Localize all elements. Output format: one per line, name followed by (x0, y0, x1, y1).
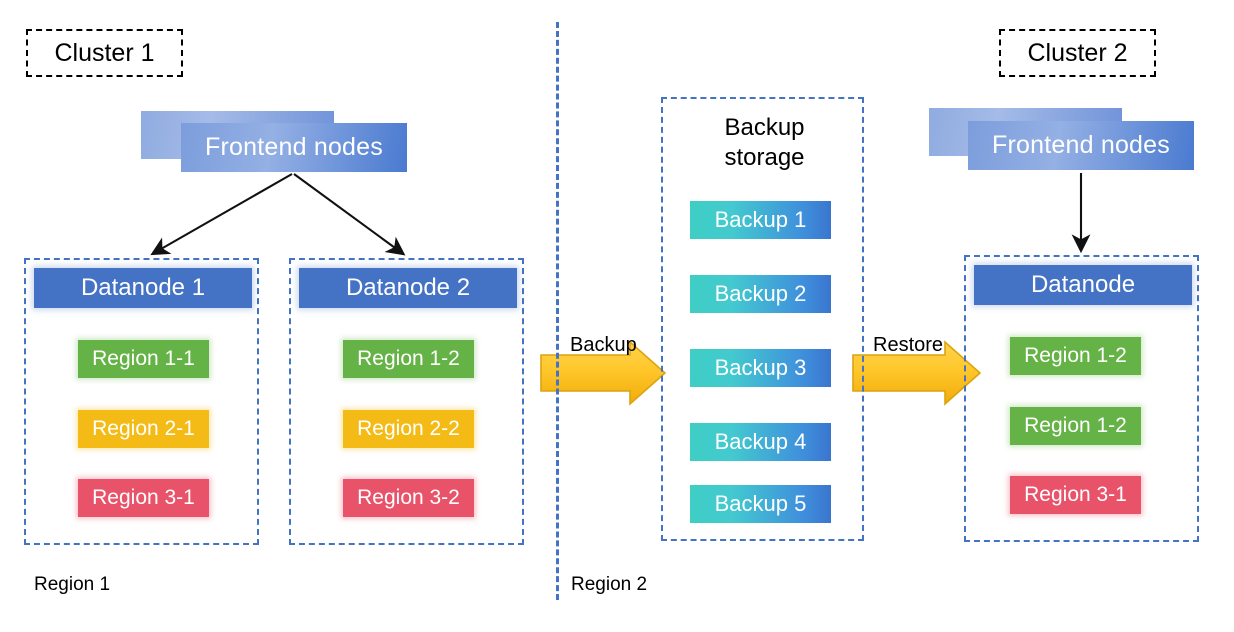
cluster1-datanode-1-region-0[interactable]: Region 1-1 (78, 340, 209, 378)
backup-item-label: Backup 3 (714, 355, 807, 380)
region-2-label: Region 2 (571, 574, 647, 596)
backup-item-3[interactable]: Backup 3 (690, 349, 831, 387)
cluster1-datanode-1-header: Datanode 1 (34, 268, 252, 308)
region-label: Region 2-2 (357, 417, 460, 440)
region-label: Region 1-1 (92, 347, 195, 370)
cluster2-datanode-region-2[interactable]: Region 3-1 (1010, 476, 1141, 514)
cluster1-datanode-2-region-0[interactable]: Region 1-2 (343, 340, 474, 378)
region-label: Region 1-2 (1024, 414, 1127, 437)
cluster2-frontend-node[interactable]: Frontend nodes (968, 121, 1194, 170)
backup-item-5[interactable]: Backup 5 (690, 485, 831, 523)
backup-storage-container[interactable]: Backup storage Backup 1 Backup 2 Backup … (661, 97, 864, 541)
cluster1-frontend-node[interactable]: Frontend nodes (181, 123, 407, 172)
region-label: Region 3-1 (1024, 483, 1127, 506)
cluster1-tag-label: Cluster 1 (54, 38, 155, 67)
cluster1-tag: Cluster 1 (26, 29, 183, 77)
cluster1-datanode-1-region-2[interactable]: Region 3-1 (78, 479, 209, 517)
cluster2-tag-label: Cluster 2 (1027, 38, 1128, 67)
cluster1-datanode-2-region-2[interactable]: Region 3-2 (343, 479, 474, 517)
cluster1-datanode-2-label: Datanode 2 (345, 274, 471, 301)
cluster1-frontend-label: Frontend nodes (205, 133, 383, 161)
cluster2-frontend-label: Frontend nodes (992, 131, 1170, 159)
cluster2-datanode-region-0[interactable]: Region 1-2 (1010, 337, 1141, 375)
region-1-label-text: Region 1 (34, 574, 111, 595)
cluster2-datanode-region-1[interactable]: Region 1-2 (1010, 407, 1141, 445)
arrow-frontend-to-datanode-1 (150, 173, 293, 256)
backup-item-2[interactable]: Backup 2 (690, 275, 831, 313)
backup-arrow-label: Backup (570, 334, 637, 357)
region-label: Region 3-1 (92, 486, 195, 509)
cluster2-tag: Cluster 2 (999, 29, 1156, 77)
restore-arrow-label: Restore (873, 334, 943, 357)
cluster1-datanode-1-label: Datanode 1 (80, 274, 206, 301)
backup-item-1[interactable]: Backup 1 (690, 201, 831, 239)
backup-item-4[interactable]: Backup 4 (690, 423, 831, 461)
restore-arrow-label-text: Restore (873, 334, 944, 356)
arrow-frontend-to-datanode-2 (293, 173, 406, 256)
region-1-label: Region 1 (34, 574, 110, 596)
region-label: Region 1-2 (1024, 344, 1127, 367)
region-divider (556, 22, 559, 600)
backup-item-label: Backup 2 (714, 281, 807, 306)
region-2-label-text: Region 2 (571, 574, 648, 595)
backup-arrow-label-text: Backup (570, 334, 637, 356)
backup-item-label: Backup 5 (714, 491, 807, 516)
backup-item-label: Backup 1 (714, 207, 807, 232)
cluster1-datanode-1-region-1[interactable]: Region 2-1 (78, 410, 209, 448)
cluster1-datanode-2-header: Datanode 2 (299, 268, 517, 308)
backup-item-label: Backup 4 (714, 429, 807, 454)
cluster2-datanode-label: Datanode (1030, 271, 1136, 298)
backup-storage-title-line2: storage (724, 144, 805, 171)
cluster1-datanode-2-region-1[interactable]: Region 2-2 (343, 410, 474, 448)
region-label: Region 2-1 (92, 417, 195, 440)
cluster2-datanode-header: Datanode (974, 265, 1192, 305)
region-label: Region 3-2 (357, 486, 460, 509)
region-label: Region 1-2 (357, 347, 460, 370)
cluster2-datanode-container[interactable]: Datanode Region 1-2 Region 1-2 Region 3-… (964, 255, 1199, 542)
cluster1-datanode-2-container[interactable]: Datanode 2 Region 1-2 Region 2-2 Region … (289, 258, 524, 545)
cluster1-datanode-1-container[interactable]: Datanode 1 Region 1-1 Region 2-1 Region … (24, 258, 259, 545)
backup-storage-title: Backup storage (663, 113, 866, 173)
backup-storage-title-line1: Backup (724, 114, 805, 141)
